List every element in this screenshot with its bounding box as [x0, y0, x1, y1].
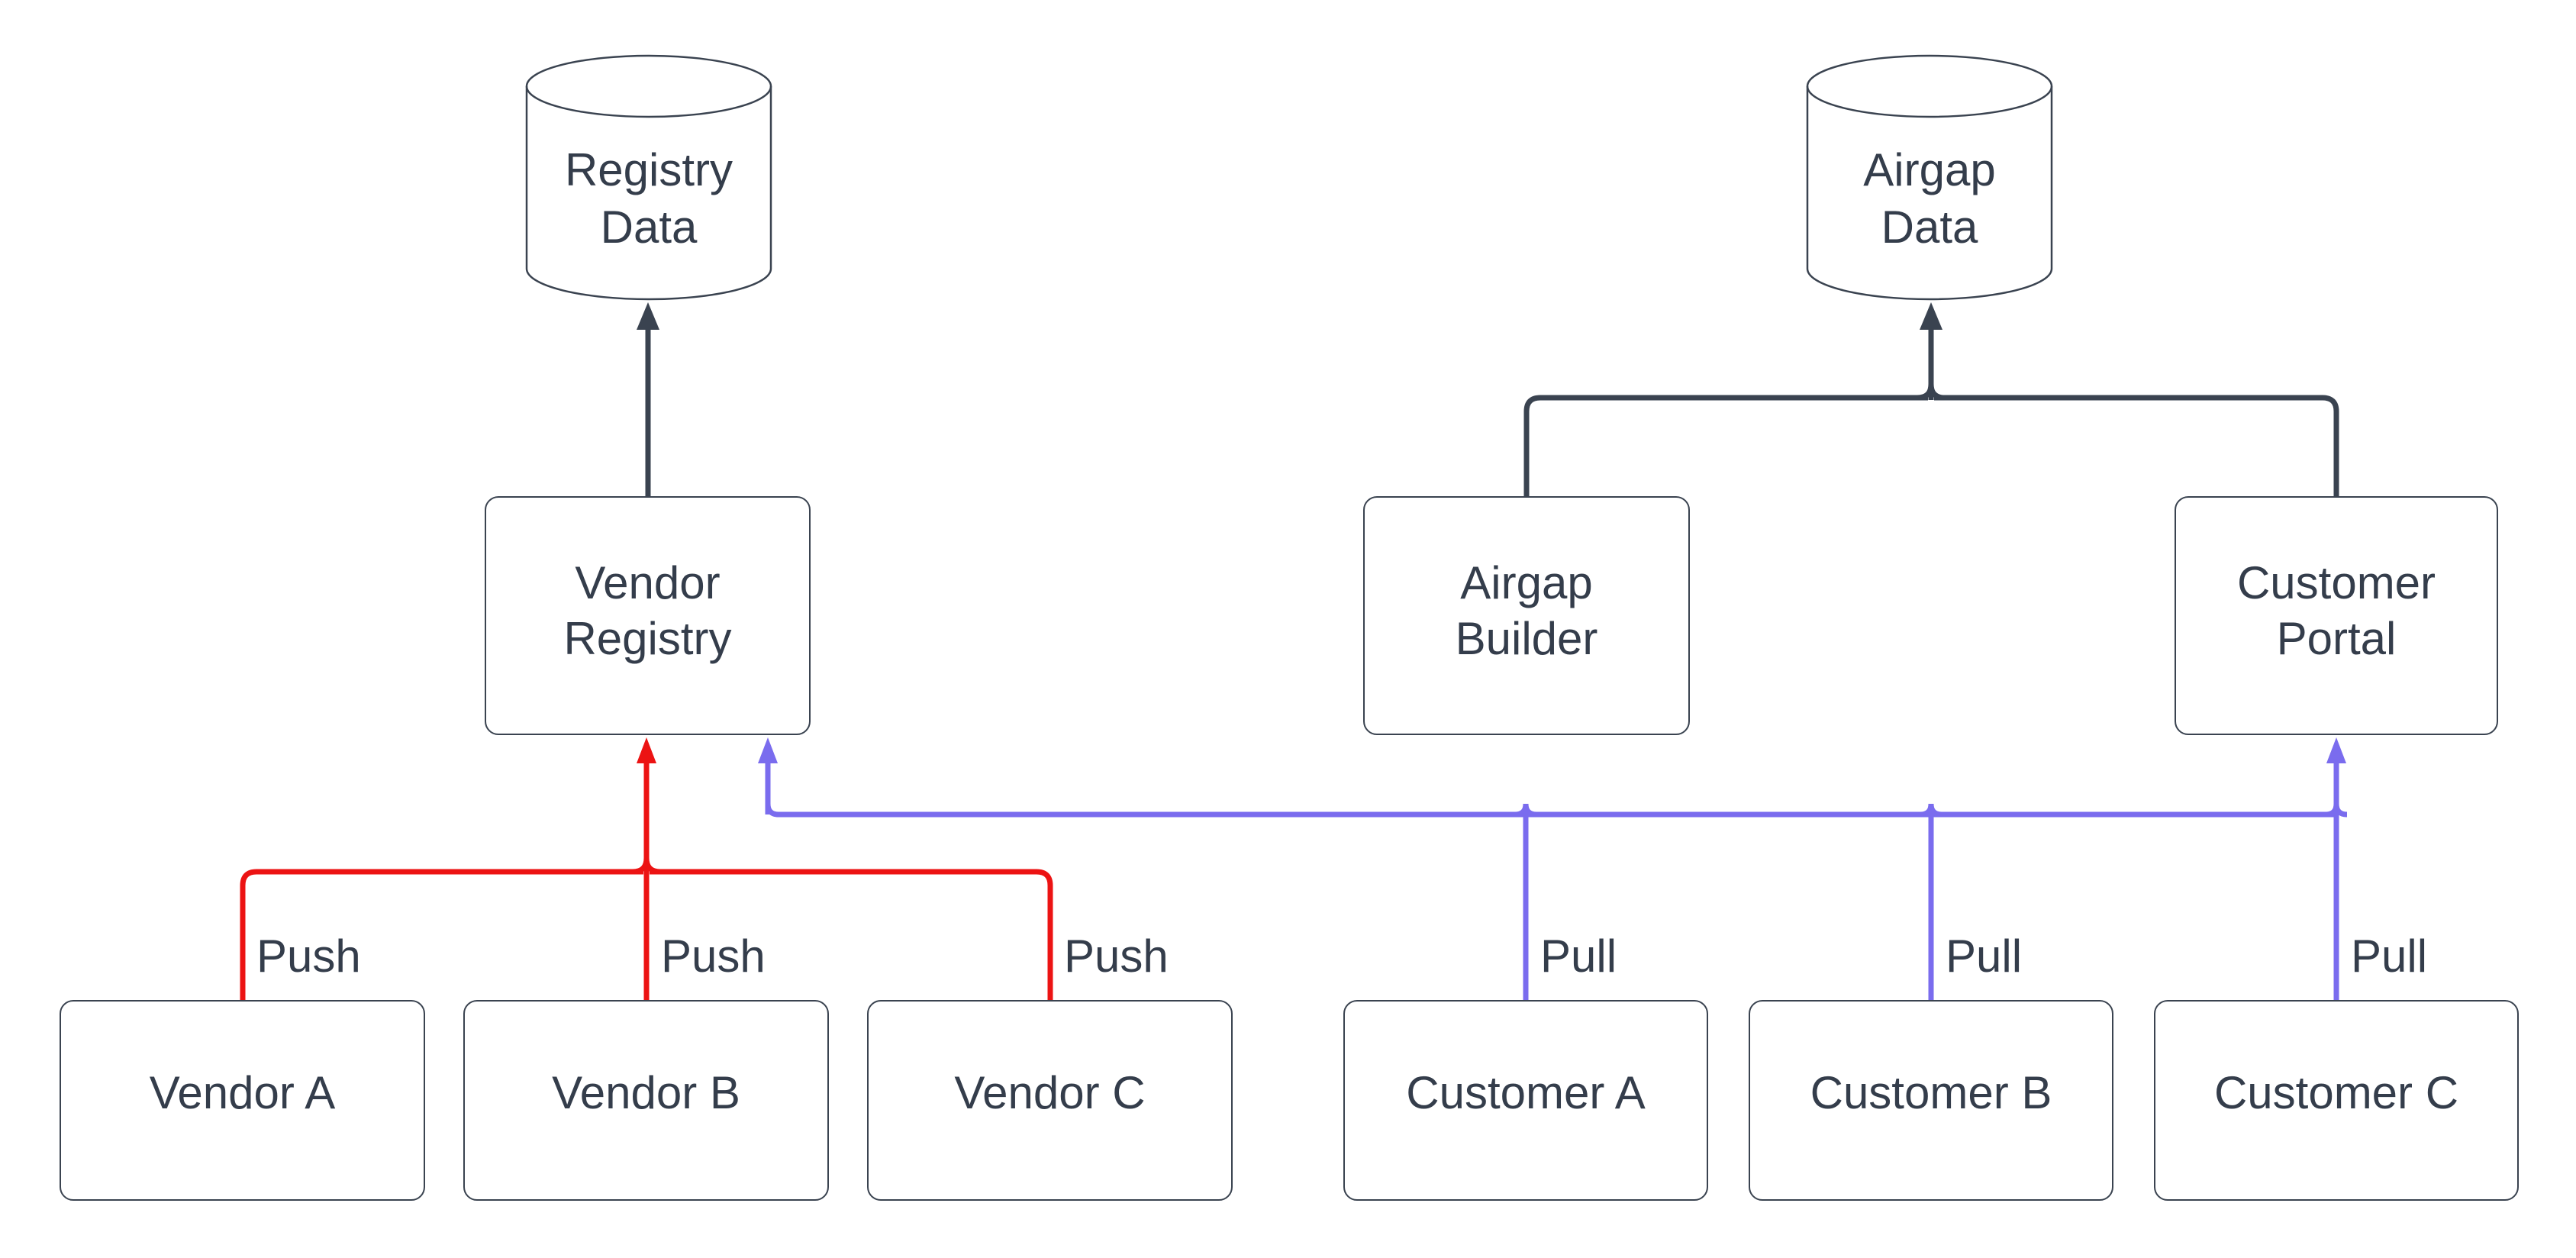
- node-label: Vendor B: [552, 1067, 740, 1118]
- junction-fillet: [1523, 803, 1537, 818]
- registry-data-cylinder-shape: [525, 54, 772, 301]
- edge-label-push-vendor-b: Push: [661, 931, 766, 982]
- edge-customer-portal-branch: [1934, 395, 2339, 496]
- edge-label-pull-customer-c: Pull: [2351, 931, 2428, 982]
- edge-vendor-a-push: [240, 869, 643, 1000]
- node-airgap-builder: Airgap Builder: [1363, 496, 1690, 735]
- node-label: Vendor A: [149, 1067, 336, 1118]
- node-label: Customer C: [2213, 1067, 2459, 1118]
- edge-label-push-vendor-a: Push: [256, 931, 361, 982]
- node-label: Vendor C: [954, 1067, 1146, 1118]
- junction-fillet: [1928, 803, 1942, 818]
- edge-label-push-vendor-c: Push: [1064, 931, 1169, 982]
- airgap-data-cylinder-shape: [1806, 54, 2053, 301]
- node-registry-data-label: Registry Data: [564, 144, 733, 253]
- junction-fillet: [1928, 383, 1946, 401]
- node-label: Customer B: [1810, 1067, 2052, 1118]
- edge-pull-bus: [765, 803, 2336, 818]
- node-vendor-c: Vendor C: [867, 1000, 1233, 1201]
- node-customer-c: Customer C: [2154, 1000, 2519, 1201]
- node-label: Airgap Builder: [1455, 556, 1598, 664]
- node-label: Customer Portal: [2236, 556, 2436, 664]
- edge-label-pull-customer-b: Pull: [1946, 931, 2023, 982]
- edge-label-pull-customer-a: Pull: [1540, 931, 1617, 982]
- junction-fillet: [643, 857, 661, 875]
- node-customer-a: Customer A: [1343, 1000, 1708, 1201]
- edge-vendor-c-push: [650, 869, 1053, 1000]
- node-label: Customer A: [1406, 1067, 1646, 1118]
- node-airgap-data-label: Airgap Data: [1863, 144, 1996, 253]
- junction-fillet: [2333, 803, 2348, 818]
- node-vendor-b: Vendor B: [463, 1000, 829, 1201]
- node-vendor-registry: Vendor Registry: [485, 496, 811, 735]
- node-vendor-a: Vendor A: [60, 1000, 425, 1201]
- node-label: Vendor Registry: [563, 556, 732, 664]
- node-customer-b: Customer B: [1749, 1000, 2113, 1201]
- node-customer-portal: Customer Portal: [2175, 496, 2498, 735]
- edge-airgap-builder-branch: [1523, 395, 1928, 496]
